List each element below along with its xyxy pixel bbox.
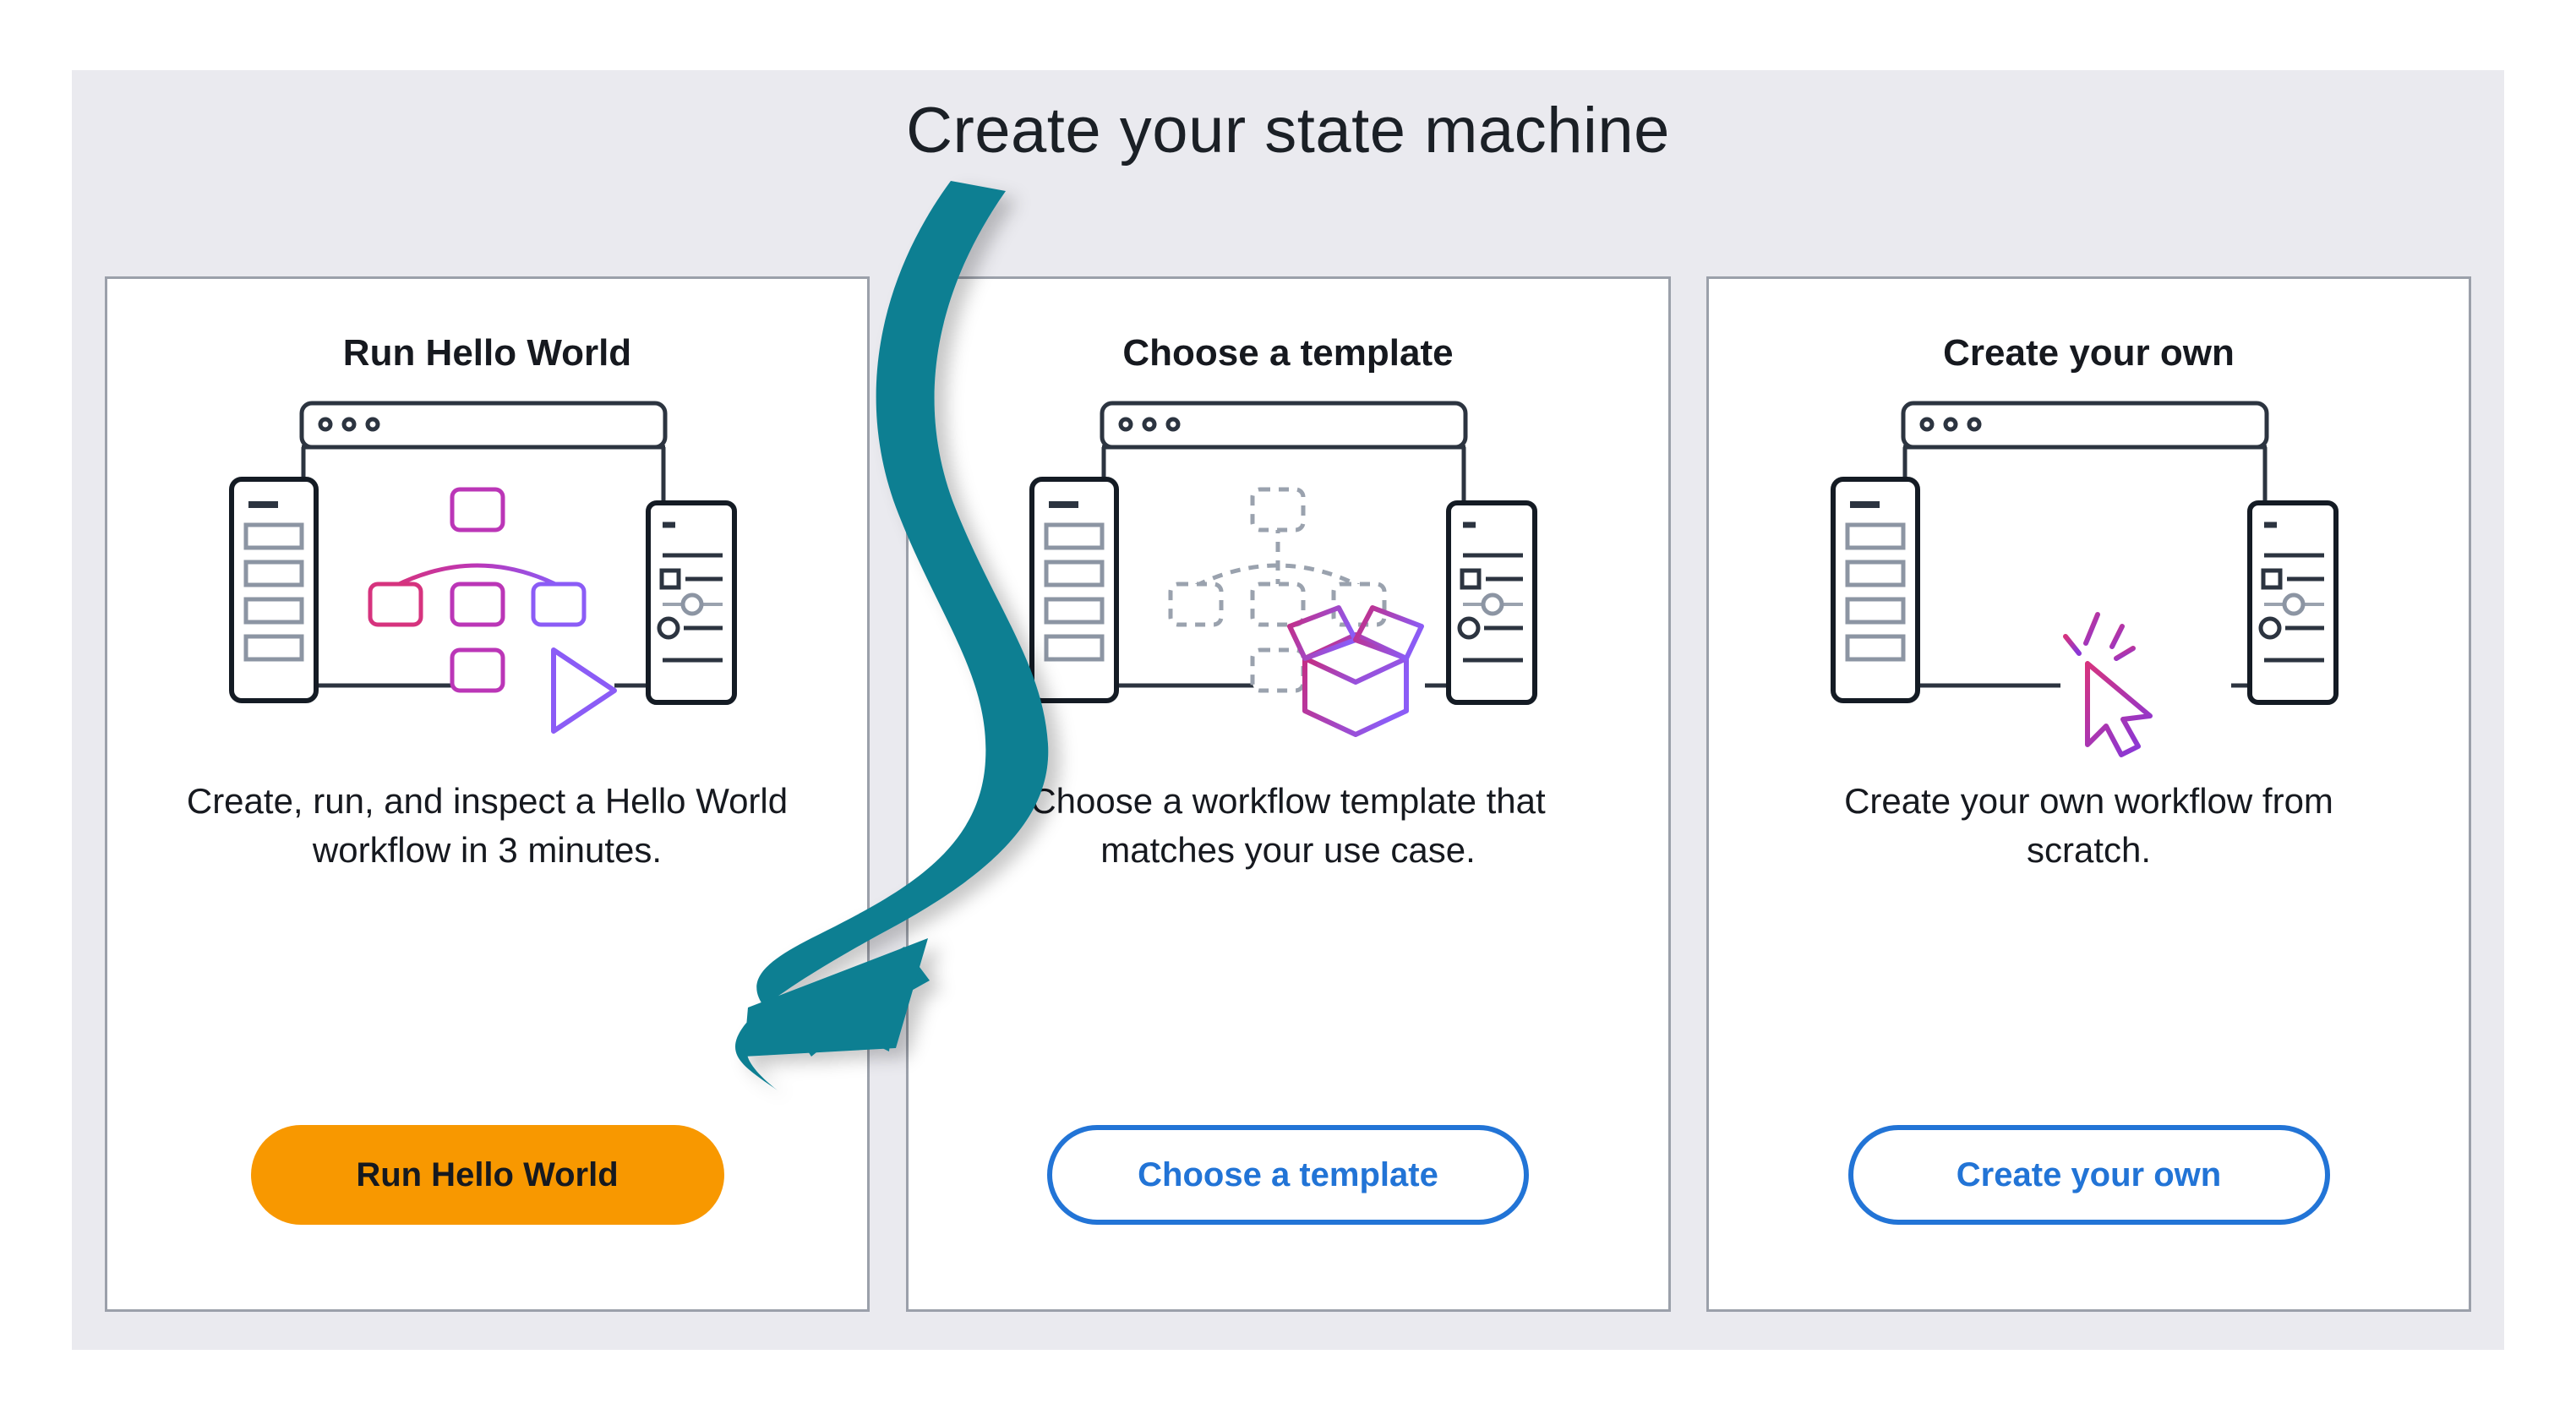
card-title: Create your own xyxy=(1943,332,2235,374)
card-description: Choose a workflow template that matches … xyxy=(1030,780,1546,870)
card-title: Choose a template xyxy=(1122,332,1454,374)
run-hello-world-button[interactable]: Run Hello World xyxy=(250,1125,724,1225)
option-cards-container: Run Hello World xyxy=(105,276,2471,1312)
create-your-own-button[interactable]: Create your own xyxy=(1847,1125,2330,1225)
card-create-your-own[interactable]: Create your own xyxy=(1706,276,2471,1312)
create-state-machine-panel: Create your state machine Run Hello Worl… xyxy=(72,70,2504,1350)
choose-a-template-button[interactable]: Choose a template xyxy=(1047,1125,1529,1225)
card-description: Create, run, and inspect a Hello World w… xyxy=(186,780,789,870)
illustration-workflow-diagram-with-play-icon xyxy=(217,396,758,760)
card-run-hello-world[interactable]: Run Hello World xyxy=(105,276,870,1312)
illustration-dashed-workflow-diagram-with-open-box-icon xyxy=(1018,396,1558,760)
page-title: Create your state machine xyxy=(906,95,1670,167)
card-button-row: Create your own xyxy=(1709,1125,2469,1225)
card-button-row: Choose a template xyxy=(909,1125,1668,1225)
illustration-blank-canvas-with-click-cursor-icon xyxy=(1819,396,2360,760)
card-button-row: Run Hello World xyxy=(107,1125,867,1225)
card-choose-a-template[interactable]: Choose a template xyxy=(905,276,1671,1312)
card-description: Create your own workflow from scratch. xyxy=(1844,780,2333,870)
card-title: Run Hello World xyxy=(342,332,632,374)
